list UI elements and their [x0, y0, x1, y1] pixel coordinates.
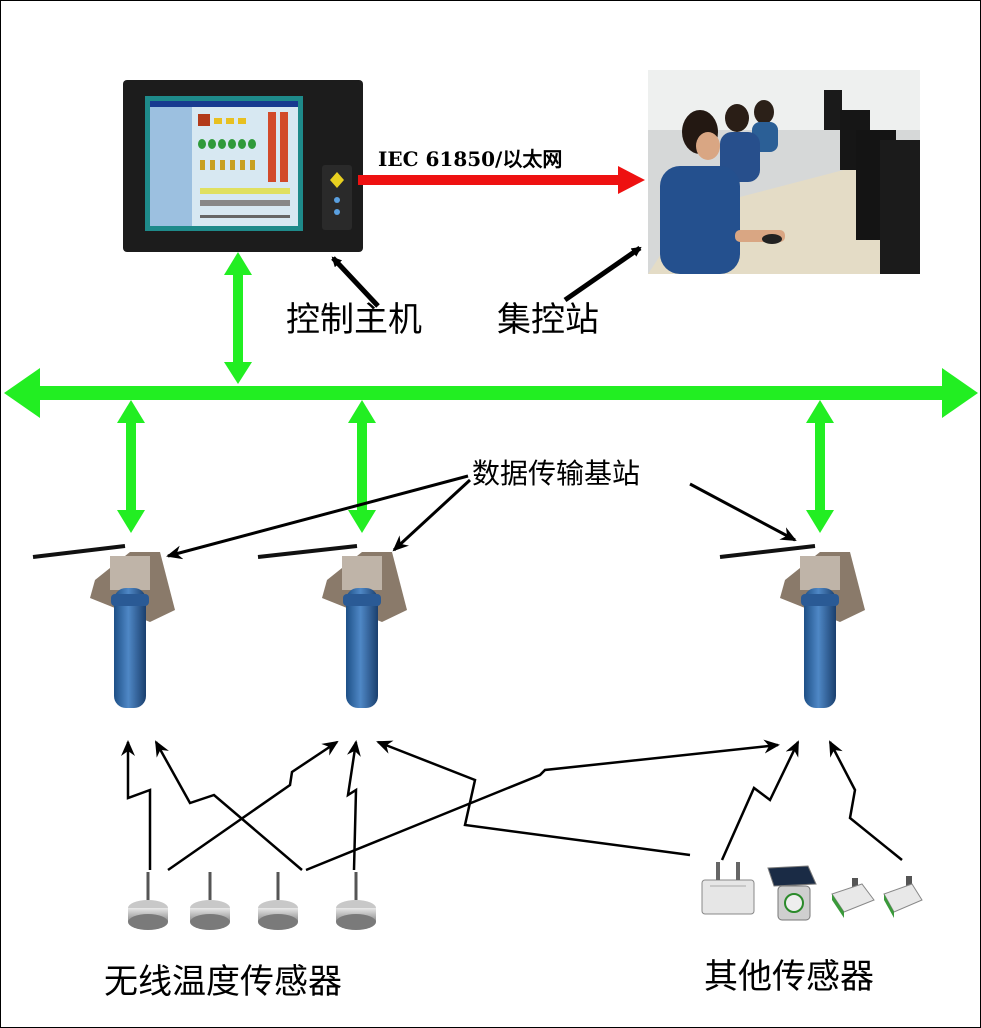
- other-sensor-solar-unit: [767, 865, 817, 921]
- control-host-label: 控制主机: [286, 300, 422, 340]
- wireless-temp-sensors-label: 无线温度传感器: [104, 962, 342, 1002]
- protocol-arrow: [358, 166, 645, 194]
- station-bus-link-1: [117, 400, 145, 533]
- station-bus-link-3: [806, 400, 834, 533]
- other-sensor-enclosure-2: [883, 876, 923, 918]
- wireless-temp-sensor-2: [190, 872, 230, 930]
- wireless-temp-sensor-3: [258, 872, 298, 930]
- control-station-pointer: [563, 245, 642, 303]
- wireless-temp-sensor-4: [336, 872, 376, 930]
- wireless-links: [121, 739, 903, 872]
- control-host-icon: [123, 80, 363, 252]
- control-host-pointer: [331, 256, 380, 308]
- base-station-pointers: [166, 474, 797, 560]
- protocol-label: IEC 61850/以太网: [378, 147, 562, 171]
- wireless-temp-sensor-1: [128, 872, 168, 930]
- ethernet-bus: [4, 368, 978, 418]
- other-sensor-gateway: [701, 862, 755, 915]
- base-station-1: [32, 544, 175, 708]
- host-bus-link: [224, 252, 252, 384]
- base-station-2: [257, 544, 407, 708]
- control-station-label: 集控站: [497, 300, 599, 340]
- base-station-label: 数据传输基站: [472, 457, 640, 490]
- base-station-3: [719, 544, 865, 708]
- station-bus-link-2: [348, 400, 376, 533]
- control-station-photo: [648, 70, 920, 274]
- other-sensors-label: 其他传感器: [704, 957, 874, 997]
- other-sensor-enclosure-1: [831, 878, 875, 918]
